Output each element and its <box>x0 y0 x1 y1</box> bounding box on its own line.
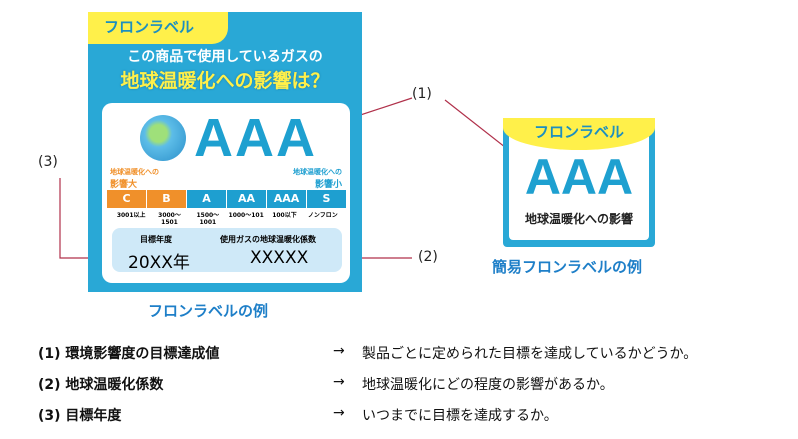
legend-row-l: (3) 目標年度 <box>38 408 122 424</box>
scale-segment: AA <box>227 190 267 208</box>
simple-text: 地球温暖化への影響 <box>524 212 633 226</box>
label-subtitle: この商品で使用しているガスの <box>127 49 323 65</box>
note-line: 地球温暖化への <box>110 168 159 176</box>
legend-row-a: → <box>333 343 345 359</box>
note-line: 影響小 <box>314 180 342 190</box>
scale-value: 1000～101 <box>228 212 264 219</box>
callout-2: (2) <box>418 249 438 265</box>
info-box: 目標年度 20XX年 使用ガスの地球温暖化係数 XXXXX <box>112 228 342 273</box>
scale-segment: C <box>107 190 147 208</box>
gwp-label: 使用ガスの地球温暖化係数 <box>220 235 316 244</box>
grade-values: 3001以上 3000～1501 1500～1001 1000～101 100以下 ノンフ… <box>112 210 342 226</box>
target-year-label: 目標年度 <box>140 235 172 244</box>
scale-segment: B <box>147 190 187 208</box>
legend-row-r: 製品ごとに定められた目標を達成しているかどうか。 <box>362 346 698 362</box>
legend-row-r: 地球温暖化にどの程度の影響があるか。 <box>362 377 614 393</box>
label-caption: フロンラベルの例 <box>148 302 269 320</box>
note-line: 地球温暖化への <box>293 168 342 176</box>
note-line: 影響大 <box>110 180 138 190</box>
legend-row-l: (1) 環境影響度の目標達成値 <box>38 346 220 362</box>
scale-value: ノンフロン <box>307 212 338 219</box>
label-badge: フロンラベル <box>88 12 228 44</box>
scale-segment: AAA <box>267 190 307 208</box>
scale-value: 1500～1001 <box>196 212 220 226</box>
high-impact-note: 地球温暖化への影響大 <box>110 167 159 190</box>
target-year: 20XX年 <box>128 253 190 273</box>
legend-row-l: (2) 地球温暖化係数 <box>38 377 164 393</box>
scale-value: 3001以上 <box>116 212 146 219</box>
simple-label: フロンラベル AAA 地球温暖化への影響 <box>503 118 655 247</box>
scale-value: 3000～1501 <box>158 212 181 226</box>
legend-row-a: → <box>333 374 345 390</box>
callout-1: (1) <box>412 86 432 102</box>
callout-3: (3) <box>38 154 58 170</box>
globe-icon <box>140 115 186 161</box>
legend-row-r: いつまでに目標を達成するか。 <box>362 408 558 424</box>
fluorocarbon-label: フロンラベル この商品で使用しているガスの 地球温暖化への影響は？ AAA 地球… <box>88 12 362 292</box>
scale-value: 100以下 <box>272 212 297 219</box>
legend-row-a: → <box>333 405 345 421</box>
grade: AAA <box>194 108 317 168</box>
scale-segment: A <box>187 190 227 208</box>
gwp-value: XXXXX <box>250 248 309 268</box>
simple-grade: AAA <box>524 149 634 205</box>
simple-caption: 簡易フロンラベルの例 <box>492 258 643 276</box>
label-title: 地球温暖化への影響は？ <box>120 70 330 92</box>
low-impact-note: 地球温暖化への影響小 <box>293 167 342 190</box>
scale-segment: S <box>307 190 347 208</box>
